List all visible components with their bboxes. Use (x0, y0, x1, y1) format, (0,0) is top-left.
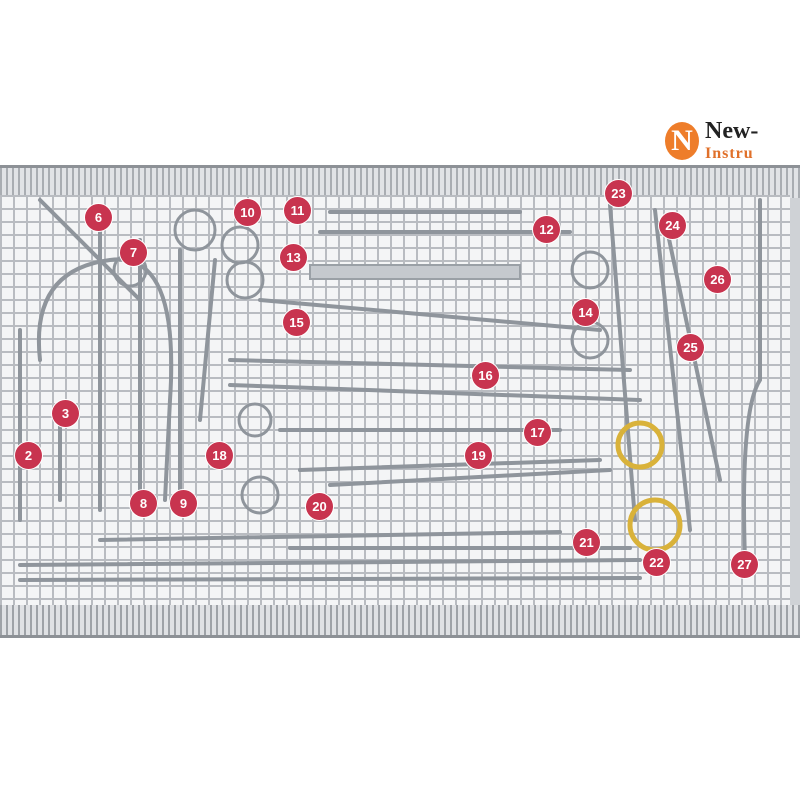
item-label: 19 (465, 442, 492, 469)
item-label: 2 (15, 442, 42, 469)
item-label: 6 (85, 204, 112, 231)
item-label: 23 (605, 180, 632, 207)
logo-subtitle: Instru (705, 145, 754, 162)
item-label: 20 (306, 493, 333, 520)
brand-logo: N New- Instru (665, 118, 758, 163)
item-label: 9 (170, 490, 197, 517)
item-label: 11 (284, 197, 311, 224)
item-label: 14 (572, 299, 599, 326)
tray-front-rim (0, 605, 800, 638)
item-label: 27 (731, 551, 758, 578)
logo-name: New- (705, 118, 759, 144)
item-label: 10 (234, 199, 261, 226)
logo-n-icon: N (665, 121, 699, 160)
item-label: 3 (52, 400, 79, 427)
item-label: 15 (283, 309, 310, 336)
item-label: 18 (206, 442, 233, 469)
item-label: 26 (704, 266, 731, 293)
item-label: 8 (130, 490, 157, 517)
item-label: 7 (120, 239, 147, 266)
item-label: 16 (472, 362, 499, 389)
item-label: 22 (643, 549, 670, 576)
item-label: 17 (524, 419, 551, 446)
tray-back-rim (0, 165, 800, 198)
item-label: 21 (573, 529, 600, 556)
item-label: 13 (280, 244, 307, 271)
item-label: 24 (659, 212, 686, 239)
item-label: 12 (533, 216, 560, 243)
item-label: 25 (677, 334, 704, 361)
